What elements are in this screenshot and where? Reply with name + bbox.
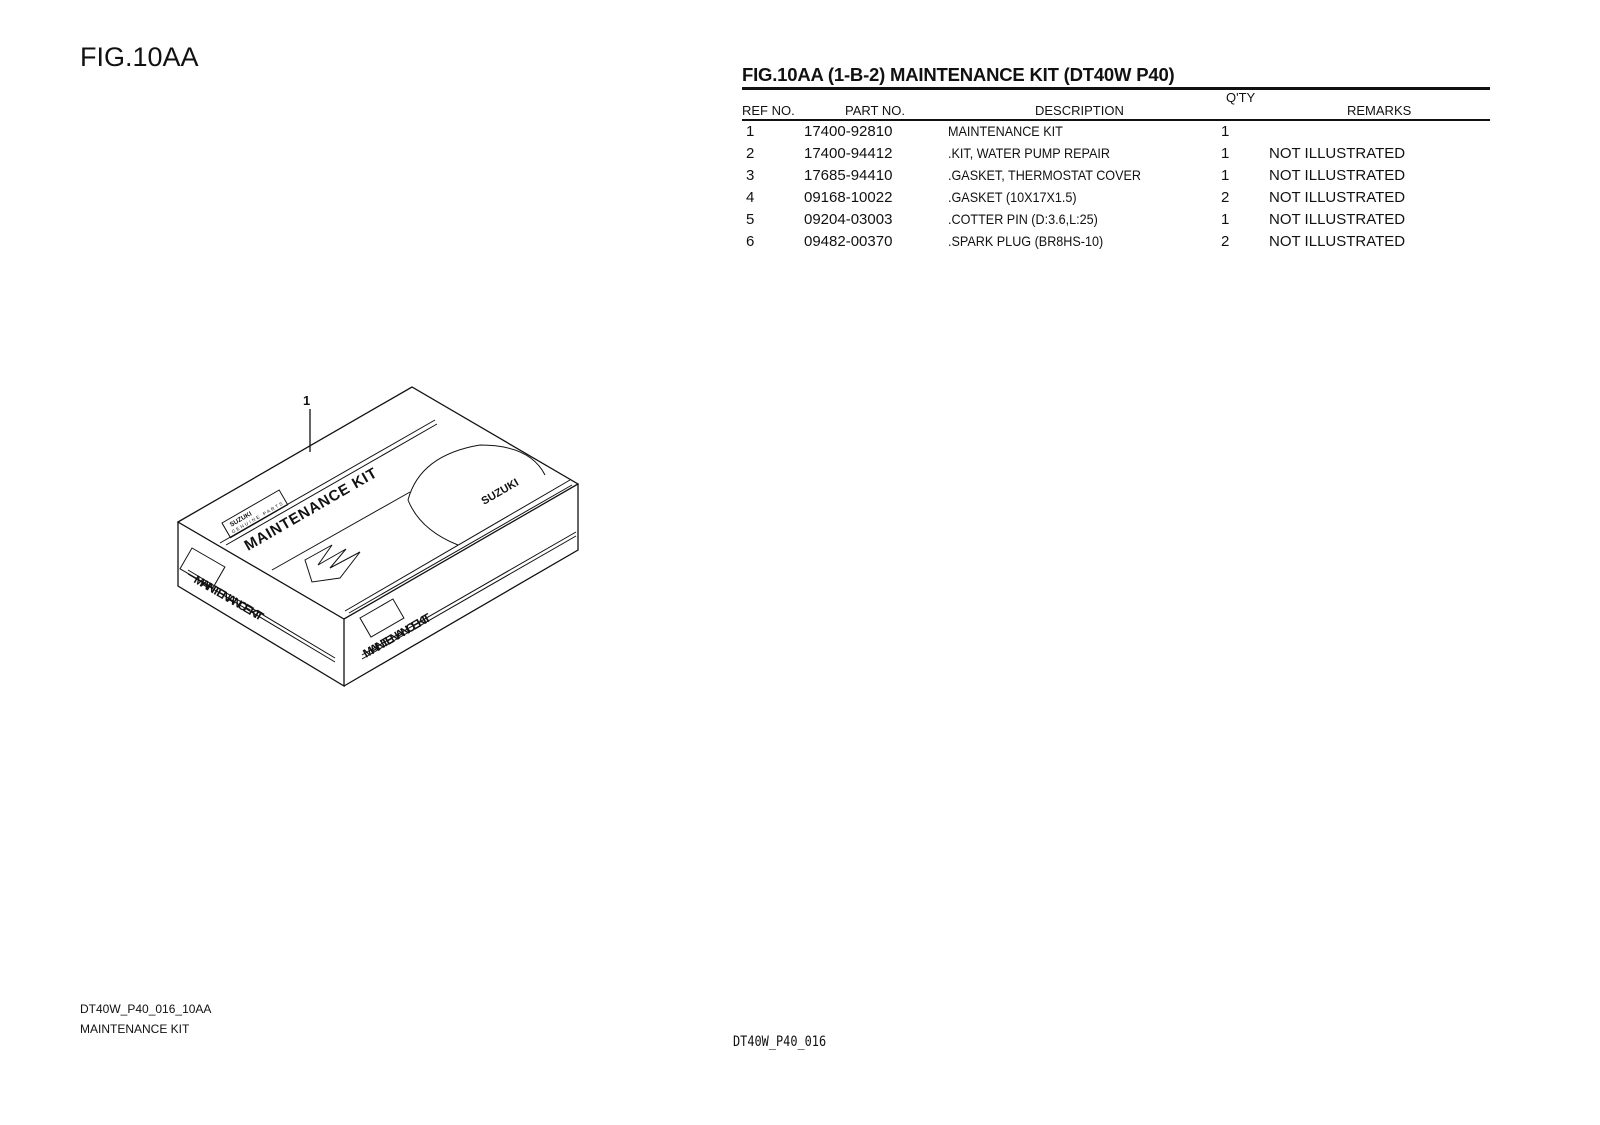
table-title: FIG.10AA (1-B-2) MAINTENANCE KIT (DT40W …: [742, 64, 1175, 85]
remarks: NOT ILLUSTRATED: [1269, 233, 1406, 250]
part-no: 17685-94410: [804, 167, 893, 184]
callout-number: 1: [303, 393, 310, 408]
qty: 1: [1221, 145, 1230, 162]
brand-text: SUZUKI: [480, 477, 521, 508]
part-no: 17400-92810: [804, 123, 893, 140]
remarks: NOT ILLUSTRATED: [1269, 145, 1406, 162]
description: .GASKET (10X17X1.5): [948, 189, 1077, 205]
ref-no: 5: [746, 211, 755, 228]
part-no: 09168-10022: [804, 189, 893, 206]
table-row: 2 17400-94412 .KIT, WATER PUMP REPAIR 1 …: [0, 145, 1600, 167]
table-row: 4 09168-10022 .GASKET (10X17X1.5) 2 NOT …: [0, 189, 1600, 211]
suzuki-s-logo: [304, 544, 361, 583]
box-right-text: MAINTENANCE KIT: [361, 610, 434, 660]
ref-no: 6: [746, 233, 755, 250]
box-top-text: MAINTENANCE KIT: [242, 465, 380, 555]
footer-figure-name: MAINTENANCE KIT: [80, 1022, 190, 1036]
suzuki-logo-left: [179, 547, 226, 589]
qty: 1: [1221, 167, 1230, 184]
maintenance-kit-illustration: 1 SUZUKI GENUINE PARTS MAINTENANCE KIT S…: [176, 386, 580, 688]
title-rule: [742, 87, 1490, 90]
header-desc: DESCRIPTION: [1035, 103, 1124, 118]
ref-no: 1: [746, 123, 755, 140]
qty: 2: [1221, 233, 1230, 250]
table-row: 1 17400-92810 MAINTENANCE KIT 1: [0, 123, 1600, 145]
table-row: 5 09204-03003 .COTTER PIN (D:3.6,L:25) 1…: [0, 211, 1600, 233]
part-no: 09204-03003: [804, 211, 893, 228]
table-row: 6 09482-00370 .SPARK PLUG (BR8HS-10) 2 N…: [0, 233, 1600, 255]
header-remarks: REMARKS: [1347, 103, 1412, 118]
ref-no: 4: [746, 189, 755, 206]
qty: 2: [1221, 189, 1230, 206]
description: .KIT, WATER PUMP REPAIR: [948, 145, 1110, 161]
header-ref: REF NO.: [742, 103, 795, 118]
remarks: NOT ILLUSTRATED: [1269, 211, 1406, 228]
header-qty: Q'TY: [1226, 90, 1256, 105]
qty: 1: [1221, 211, 1230, 228]
qty: 1: [1221, 123, 1230, 140]
header-rule: [742, 119, 1490, 121]
remarks: NOT ILLUSTRATED: [1269, 167, 1406, 184]
remarks: NOT ILLUSTRATED: [1269, 189, 1406, 206]
description: MAINTENANCE KIT: [948, 123, 1063, 139]
description: .GASKET, THERMOSTAT COVER: [948, 167, 1142, 183]
table-row: 3 17685-94410 .GASKET, THERMOSTAT COVER …: [0, 167, 1600, 189]
ref-no: 2: [746, 145, 755, 162]
footer-figure-code: DT40W_P40_016_10AA: [80, 1002, 212, 1016]
box-left-face: [177, 522, 345, 688]
box-right-face: [343, 484, 579, 687]
ref-no: 3: [746, 167, 755, 184]
part-no: 09482-00370: [804, 233, 893, 250]
part-no: 17400-94412: [804, 145, 893, 162]
header-part: PART NO.: [845, 103, 905, 118]
suzuki-logo-right: [359, 598, 405, 638]
description: .SPARK PLUG (BR8HS-10): [948, 233, 1104, 249]
page-code: DT40W_P40_016: [733, 1034, 827, 1050]
figure-label: FIG.10AA: [80, 42, 199, 72]
description: .COTTER PIN (D:3.6,L:25): [948, 211, 1098, 227]
